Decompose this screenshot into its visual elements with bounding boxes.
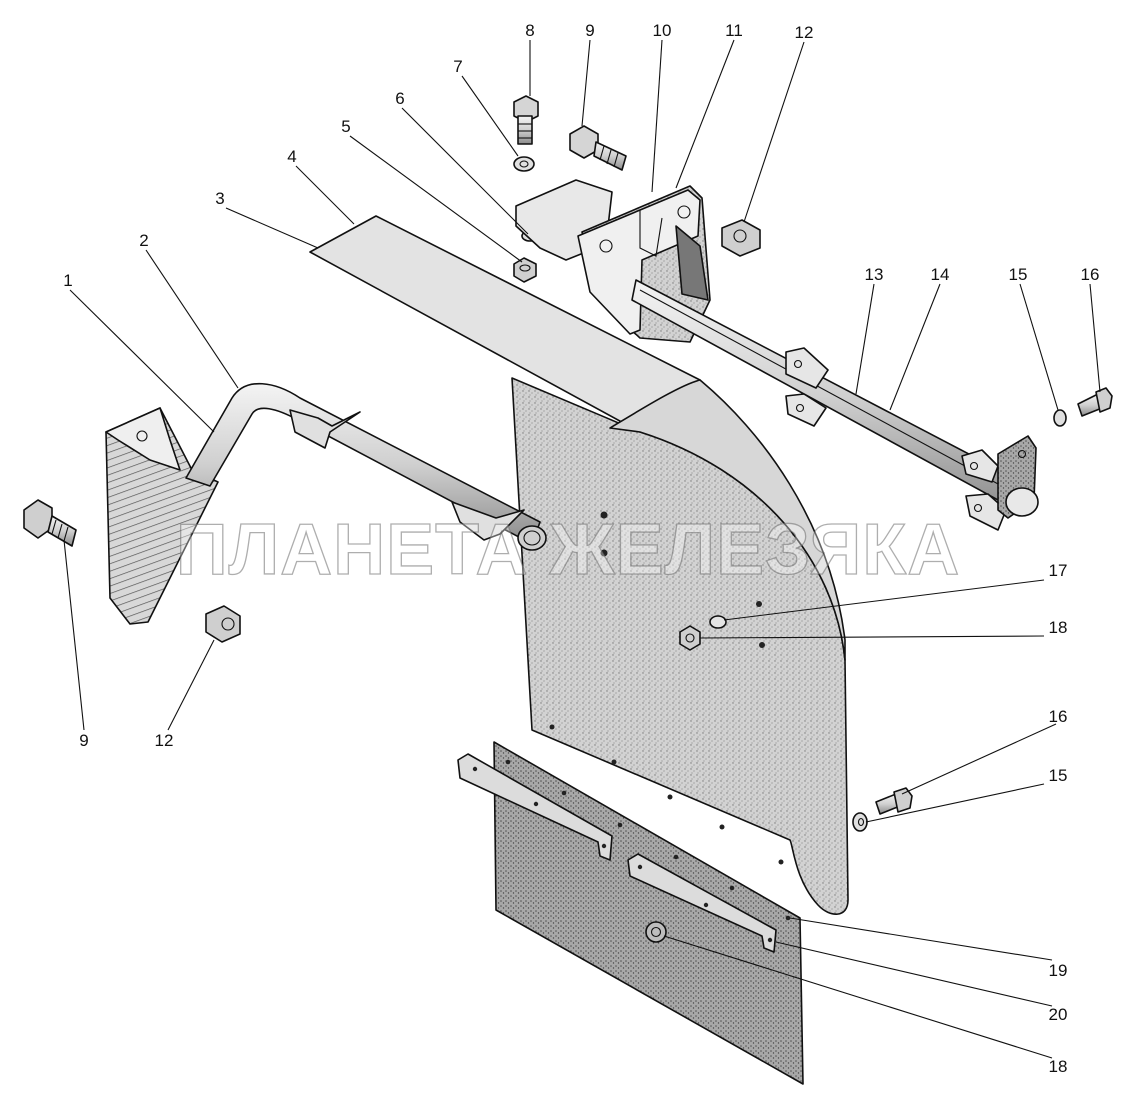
fender — [309, 215, 849, 915]
mud-flap — [457, 741, 804, 1085]
callout-18-mid: 18 — [1049, 618, 1068, 637]
callout-11: 11 — [725, 21, 743, 40]
callout-12-left: 12 — [155, 731, 174, 750]
lower-right-washer-15 — [852, 812, 868, 832]
rod — [631, 279, 1039, 531]
callout-4: 4 — [287, 147, 296, 166]
callout-18-flap: 18 — [1049, 1057, 1068, 1076]
callout-8: 8 — [525, 21, 534, 40]
callout-13: 13 — [865, 265, 884, 284]
callout-3: 3 — [215, 189, 224, 208]
callout-15-lower: 15 — [1049, 766, 1068, 785]
callout-6: 6 — [395, 89, 404, 108]
top-bolt-9 — [569, 125, 627, 171]
right-washer-15 — [1053, 409, 1067, 427]
callout-16-lower: 16 — [1049, 707, 1068, 726]
callout-2: 2 — [139, 231, 148, 250]
right-bolt-16 — [1077, 387, 1113, 417]
callout-17: 17 — [1049, 561, 1068, 580]
bent-tube — [185, 382, 547, 551]
callout-20: 20 — [1049, 1005, 1068, 1024]
mid-nut-18 — [679, 625, 701, 651]
callout-12-top: 12 — [795, 23, 814, 42]
left-bracket — [105, 407, 219, 625]
nut-5 — [513, 257, 537, 283]
callout-10: 10 — [653, 21, 672, 40]
lower-right-bolt-16 — [875, 787, 913, 815]
callout-16-top: 16 — [1081, 265, 1100, 284]
callout-19: 19 — [1049, 961, 1068, 980]
leader-lines — [63, 39, 1101, 1059]
watermark-text: ПЛАНЕТА ЖЕЛЕЗЯКА — [176, 510, 960, 590]
top-washer-7 — [513, 156, 535, 172]
upper-bracket — [515, 179, 711, 343]
callout-15-top: 15 — [1009, 265, 1028, 284]
left-bolt — [23, 499, 77, 547]
callout-7: 7 — [453, 57, 462, 76]
callout-5: 5 — [341, 117, 350, 136]
callout-1: 1 — [63, 271, 72, 290]
callout-14: 14 — [931, 265, 950, 284]
fender-holes — [549, 511, 784, 865]
left-nut — [205, 605, 241, 643]
mid-washer-17 — [709, 615, 727, 629]
callout-numbers: 1 2 3 4 5 6 7 8 9 10 11 12 13 14 15 16 1… — [63, 21, 1099, 1076]
callout-9-top: 9 — [585, 21, 594, 40]
top-bolt-8 — [513, 95, 539, 145]
top-nut-12 — [721, 219, 761, 257]
callout-9-left: 9 — [79, 731, 88, 750]
